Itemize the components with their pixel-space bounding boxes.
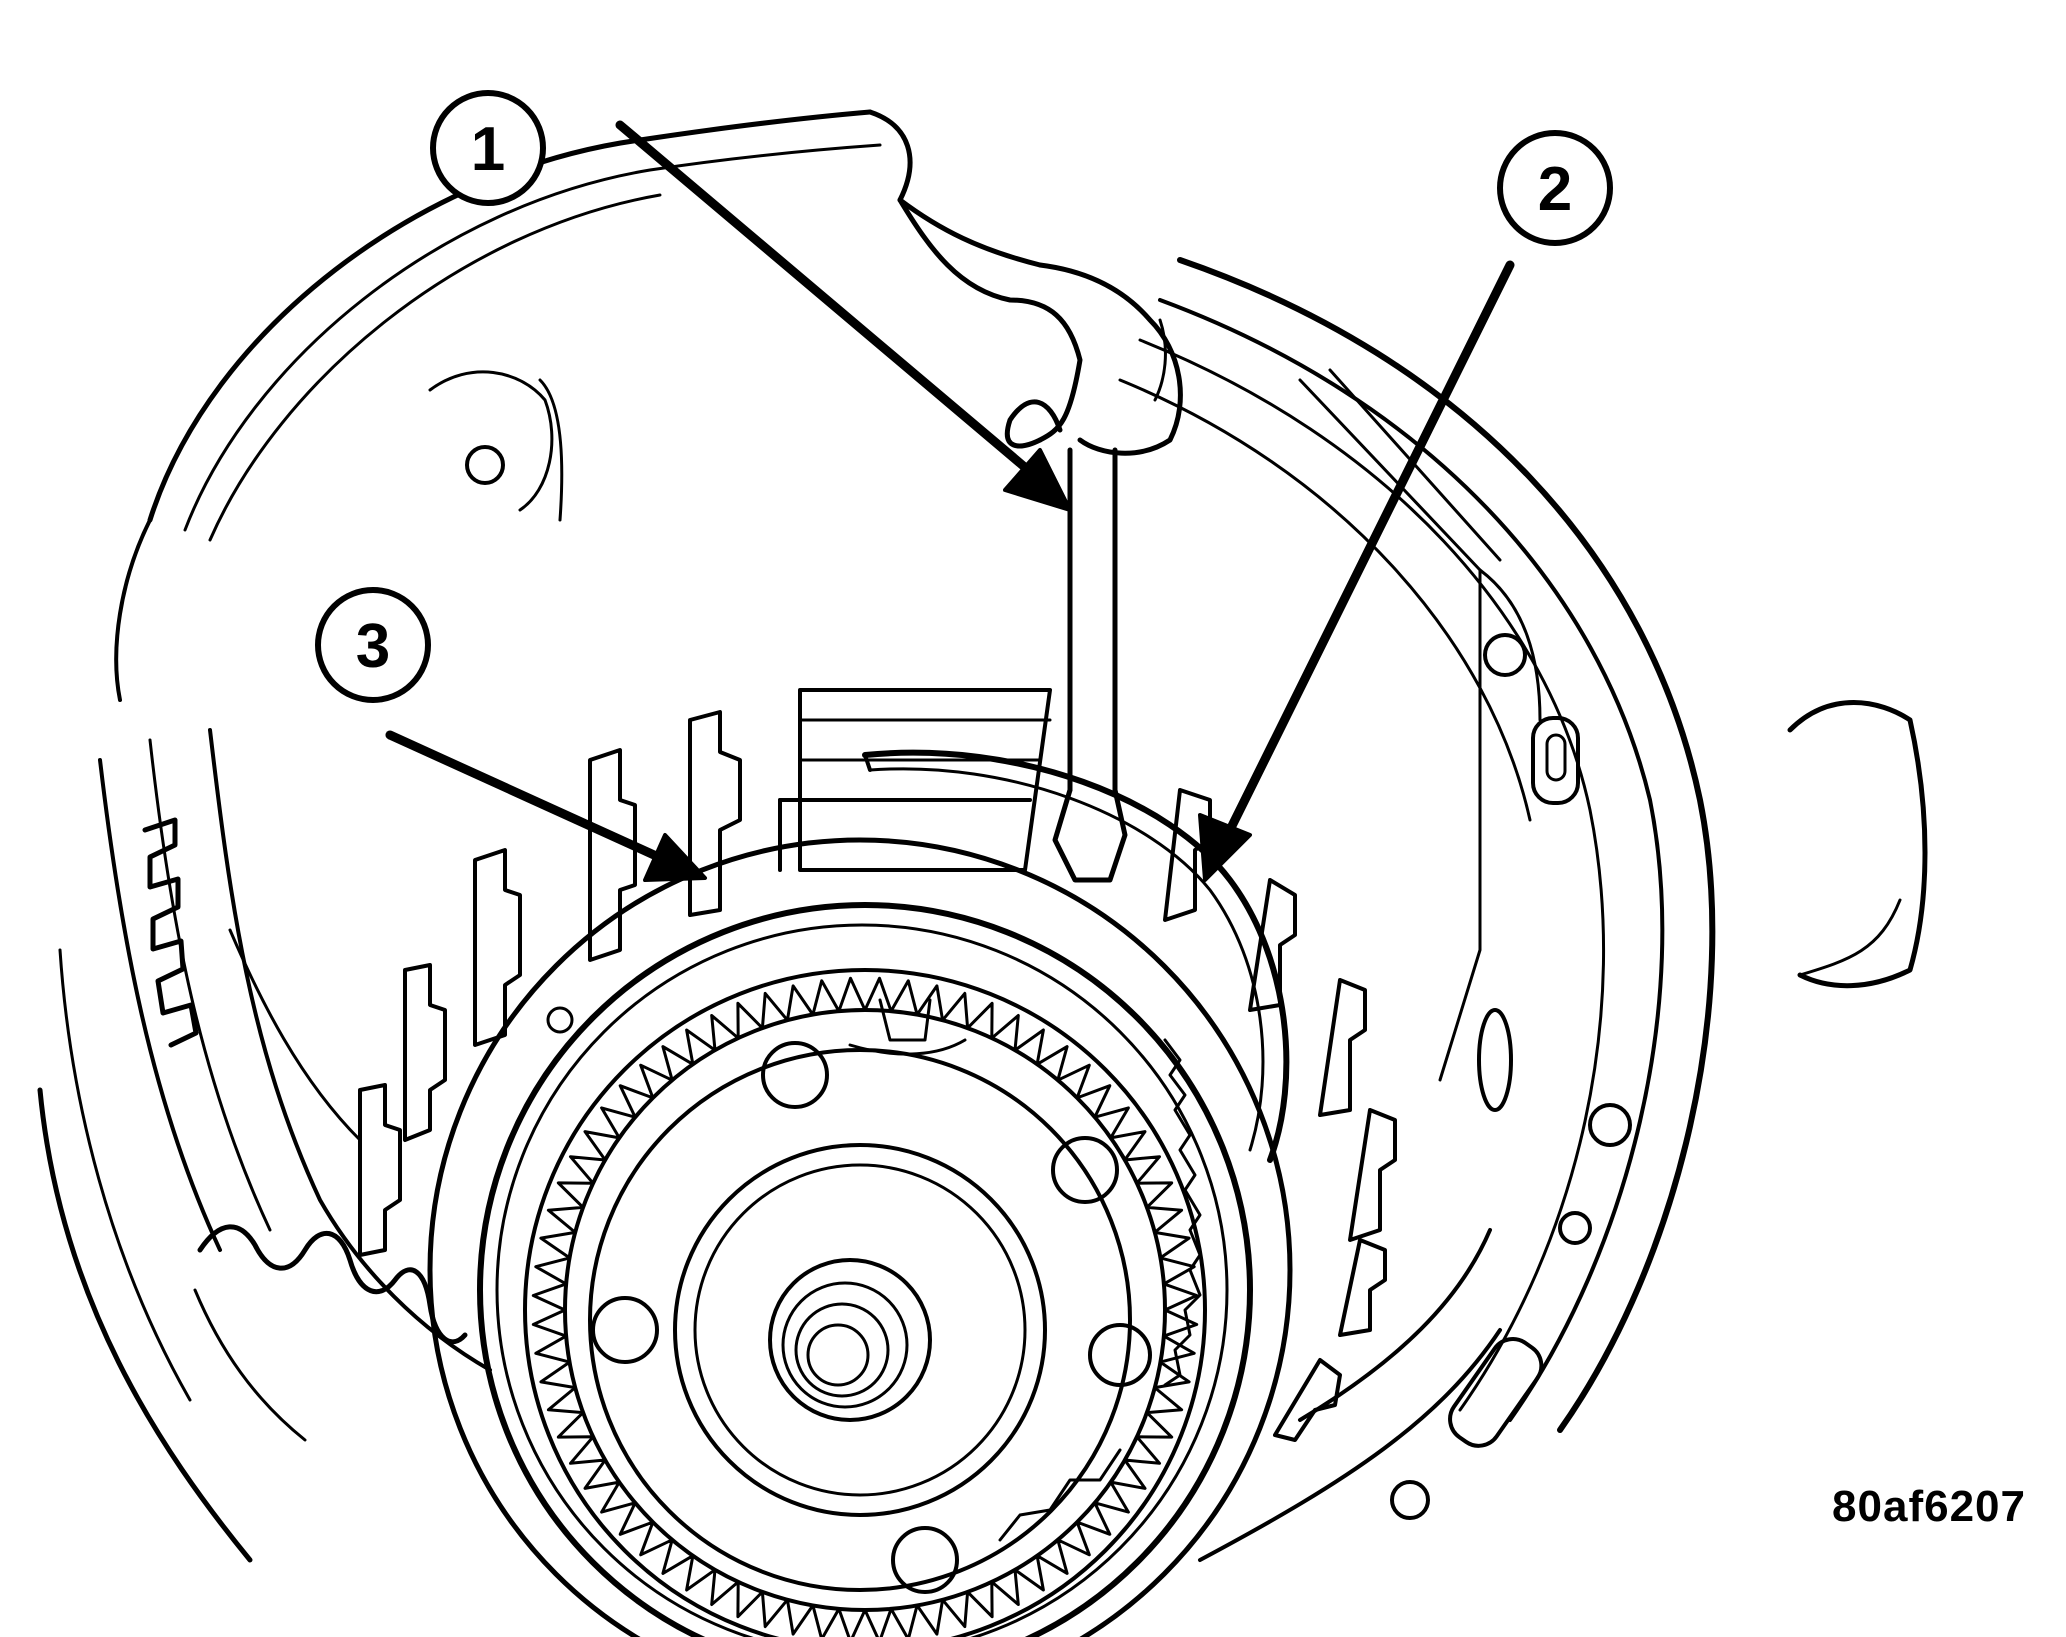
ring-gear-teeth — [531, 976, 1199, 1637]
planetary-hub — [588, 998, 1152, 1594]
callout-3-label: 3 — [356, 612, 390, 681]
housing-outer — [37, 109, 1928, 1563]
callout-3: 3 — [315, 587, 431, 703]
housing-bolt-holes — [428, 370, 1632, 1520]
clutch-drum-tabs — [358, 688, 1397, 1442]
clutch-drum — [427, 837, 1293, 1637]
ring-gear — [523, 968, 1207, 1637]
ring-gear-tooth-profile — [531, 976, 1199, 1637]
callout-1: 1 — [430, 90, 546, 206]
left-gear-teeth — [142, 817, 468, 1442]
callout-2: 2 — [1497, 130, 1613, 246]
left-gear-housing — [98, 728, 492, 1372]
figure-id: 80af6207 — [1832, 1482, 2026, 1531]
callout-2-label: 2 — [1538, 155, 1572, 224]
leader-arrows — [385, 120, 1515, 882]
callout-1-label: 1 — [471, 115, 505, 184]
clutch-plate-edge — [998, 1038, 1202, 1542]
housing-rib — [1298, 368, 1542, 1082]
